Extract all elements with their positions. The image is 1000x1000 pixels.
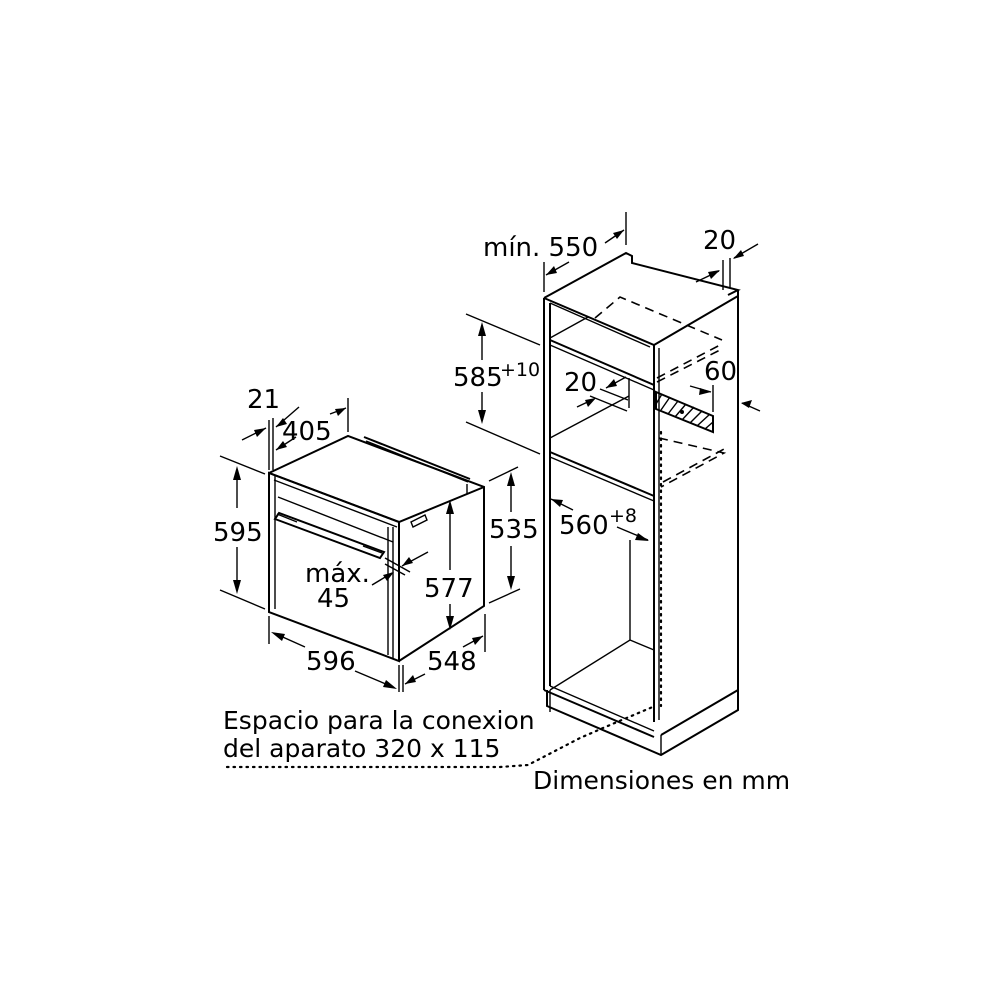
- oven-drawing: [268, 434, 485, 663]
- dim-label: 20: [564, 368, 597, 398]
- dim-cabinet-20-top: 20: [695, 226, 759, 290]
- dim-oven-535: 535: [488, 466, 539, 604]
- dim-label: 21: [247, 385, 280, 415]
- dim-label: 60: [704, 357, 737, 387]
- dim-label: 45: [317, 584, 350, 614]
- vent-hatching: [655, 393, 714, 430]
- dim-oven-548: 548: [402, 614, 486, 692]
- dim-label: 585: [453, 363, 503, 393]
- dim-tolerance: +8: [609, 505, 637, 527]
- dim-oven-596: 596: [268, 616, 400, 692]
- cabinet-drawing: [543, 251, 741, 757]
- dim-label: 596: [306, 647, 356, 677]
- dim-label: 20: [703, 226, 736, 256]
- dim-oven-577: 577: [424, 500, 474, 630]
- dim-label: 535: [489, 515, 539, 545]
- dim-label-max: máx.: [305, 559, 370, 589]
- dim-cabinet-560: 560 +8: [550, 498, 649, 545]
- connection-note: Espacio para la conexion del aparato 320…: [223, 690, 657, 769]
- dim-cabinet-585: 585 +10: [453, 313, 541, 455]
- connection-note-line2: del aparato 320 x 115: [223, 734, 500, 763]
- dim-label: 548: [427, 647, 477, 677]
- dim-tolerance: +10: [500, 359, 540, 381]
- dim-cabinet-20-shelf: 20: [564, 368, 629, 412]
- units-clip-mask: [800, 760, 1000, 800]
- dim-label: mín. 550: [483, 233, 598, 263]
- dim-oven-595: 595: [213, 455, 266, 610]
- dim-oven-21: 21: [241, 385, 300, 470]
- dim-cabinet-60: 60: [689, 357, 761, 412]
- dim-label: 595: [213, 518, 263, 548]
- dim-oven-405: 405: [275, 398, 349, 451]
- dim-label: 577: [424, 574, 474, 604]
- dim-oven-max45: máx. 45: [305, 551, 429, 614]
- connection-note-line1: Espacio para la conexion: [223, 706, 535, 735]
- dim-label: 560: [559, 511, 609, 541]
- units-note: Dimensiones en mm: [533, 766, 790, 795]
- dim-cabinet-min550: mín. 550: [483, 212, 627, 292]
- dim-label: 405: [282, 417, 332, 447]
